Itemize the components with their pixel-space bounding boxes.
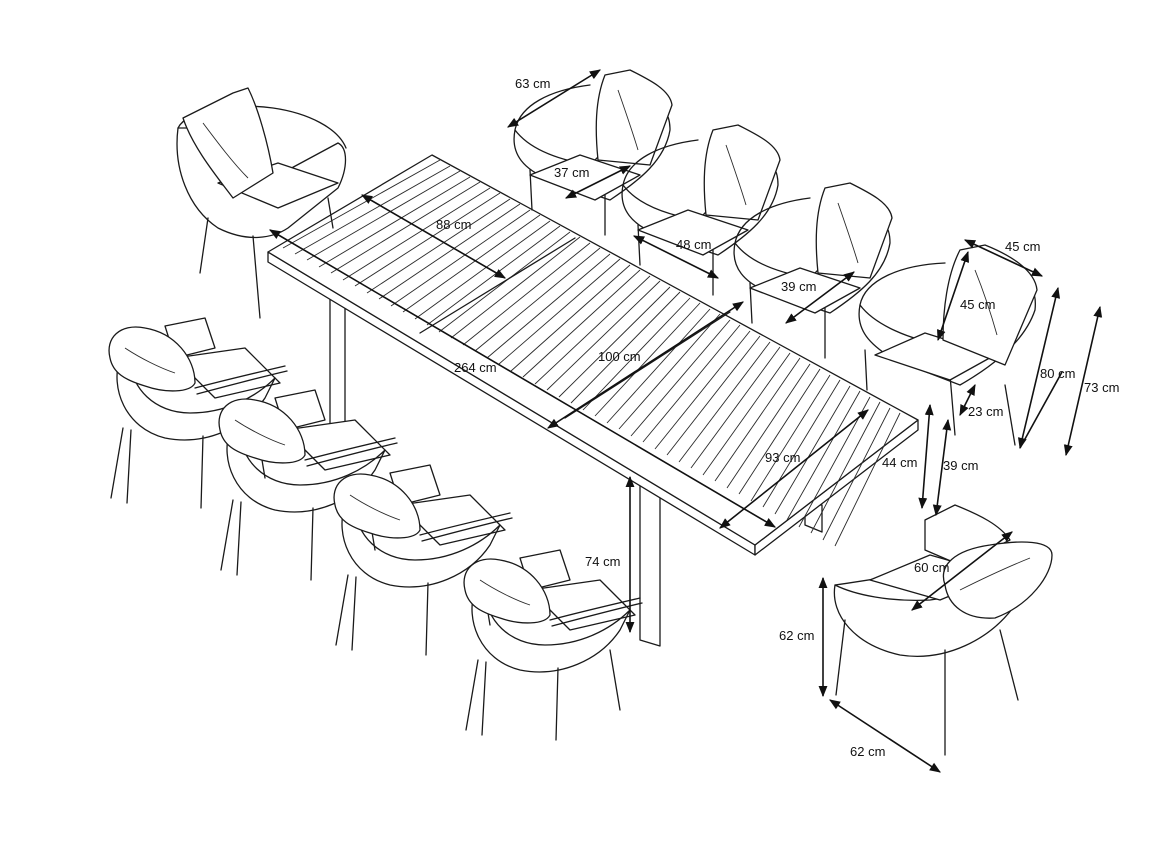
label-table-extension: 100 cm [598,349,641,364]
chair-back-1 [513,69,673,236]
label-chair-seat-depth: 37 cm [554,165,589,180]
label-chair-top-width: 63 cm [515,76,550,91]
label-chair-side-height: 62 cm [779,628,814,643]
dimension-lines [269,69,1103,773]
label-chair-inner-width: 60 cm [914,560,949,575]
chair-front-4 [463,549,643,741]
label-seat-height-b: 39 cm [943,458,978,473]
chair-left-end [176,87,347,319]
label-seat-depth-b: 39 cm [781,279,816,294]
label-seat-width: 48 cm [676,237,711,252]
label-seat-height: 44 cm [882,455,917,470]
label-armrest-height: 23 cm [968,404,1003,419]
label-chair-base-width: 62 cm [850,744,885,759]
label-table-section: 93 cm [765,450,800,465]
chair-right-end [833,504,1053,756]
label-chair-height: 80 cm [1040,366,1075,381]
label-back-width: 45 cm [1005,239,1040,254]
label-table-length: 264 cm [454,360,497,375]
label-back-height: 45 cm [960,297,995,312]
label-table-width-end: 88 cm [436,217,471,232]
dimension-labels: 63 cm 37 cm 88 cm 48 cm 39 cm 45 cm 45 c… [436,76,1119,759]
label-table-height: 74 cm [585,554,620,569]
label-overall-height: 73 cm [1084,380,1119,395]
